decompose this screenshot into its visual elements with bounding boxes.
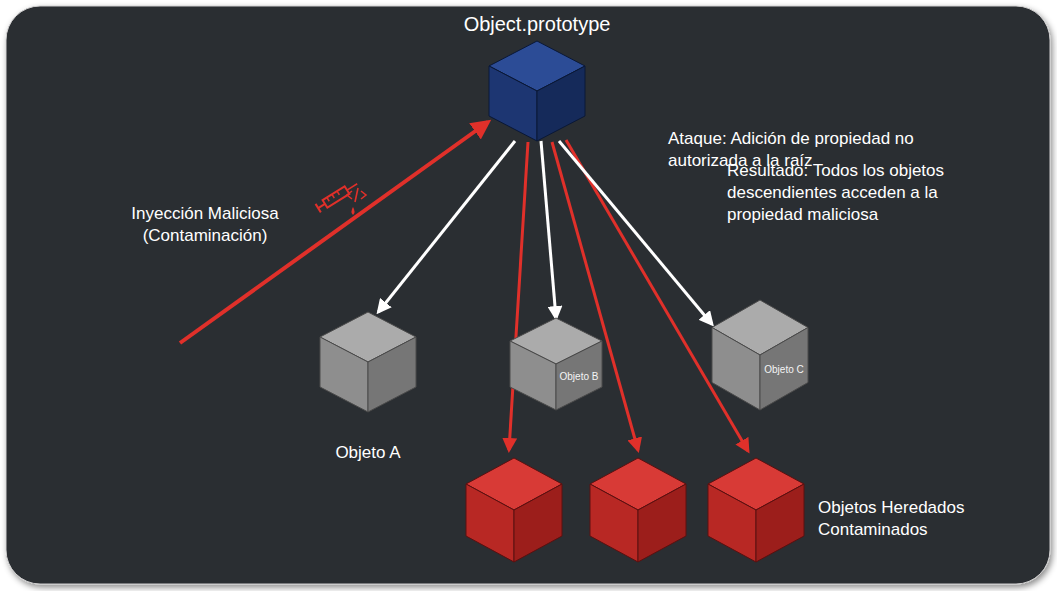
object-cube: Object.prototype (460, 12, 615, 141)
cube-face (510, 341, 556, 410)
inheritance-arrow (541, 141, 556, 318)
inheritance-arrow (378, 141, 515, 312)
cube-shape (510, 318, 602, 410)
object-cube: Objeto A (316, 312, 420, 463)
cube-face (537, 66, 585, 141)
cube-shape (489, 41, 585, 141)
code-icon (347, 188, 366, 202)
cube-face (712, 328, 760, 411)
prototype-heading: Object.prototype (460, 12, 615, 37)
cube-face (760, 328, 808, 411)
result-note: Resultado: Todos los objetos descendient… (727, 160, 982, 226)
cube-face (320, 337, 368, 412)
cube-face (556, 341, 602, 410)
object-name: Objeto C (762, 364, 806, 377)
injection-label: Inyección Maliciosa (Contaminación) (100, 203, 310, 247)
object-name: Objeto B (558, 371, 600, 384)
contaminated-cubes (466, 458, 804, 562)
contamination-arrows (509, 140, 748, 451)
cube-face (489, 66, 537, 141)
cube-face (368, 337, 416, 412)
cube-shape (712, 300, 808, 410)
cube-shape (320, 312, 416, 412)
drop-icon (352, 207, 355, 215)
object-cube: Objeto C (712, 300, 808, 410)
contaminated-label: Objetos Heredados Contaminados (818, 497, 993, 541)
object-name: Objeto A (316, 442, 420, 463)
background-panel (6, 6, 1050, 584)
object-cube: Objeto B (510, 318, 602, 410)
